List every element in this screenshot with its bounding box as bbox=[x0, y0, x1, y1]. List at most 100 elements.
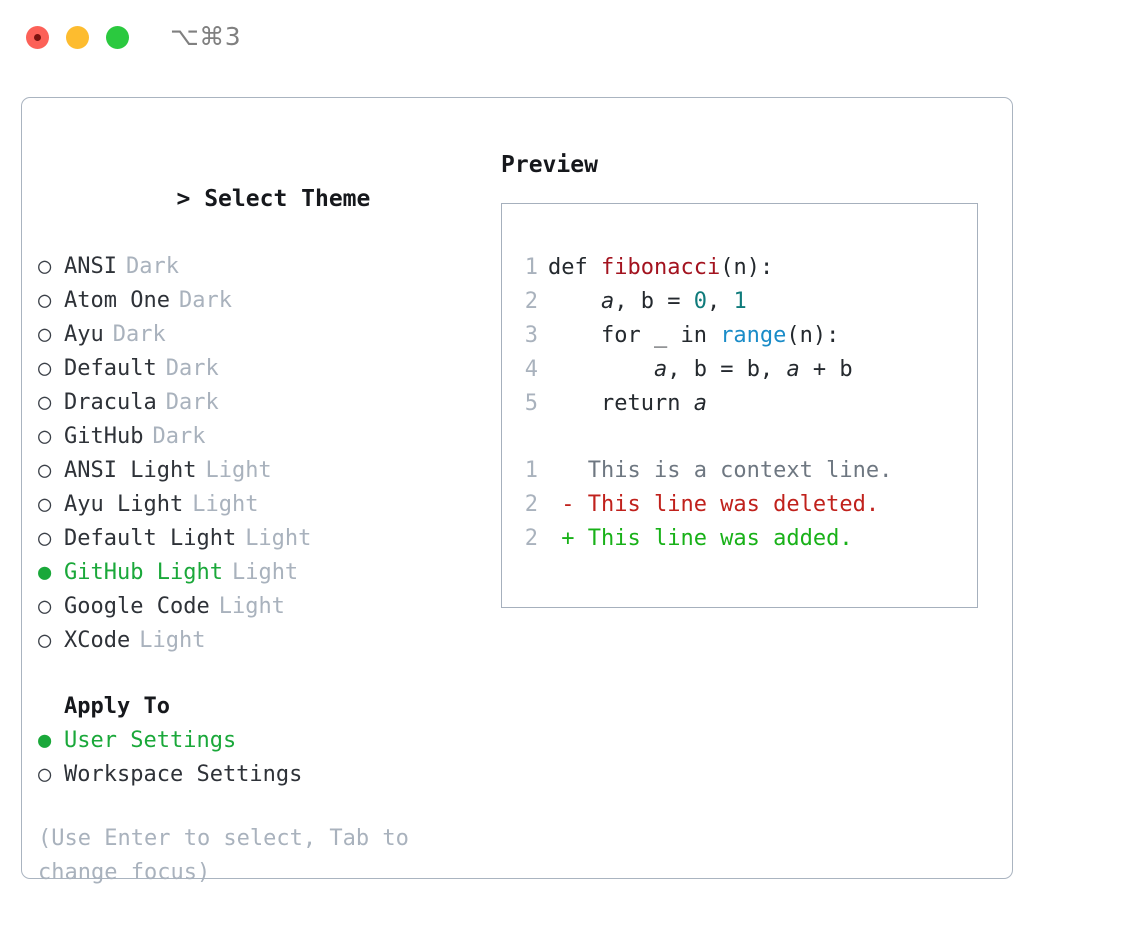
code-line: 3 for _ in range(n): bbox=[516, 319, 853, 353]
window-controls bbox=[26, 26, 129, 49]
list-spacer bbox=[38, 658, 483, 690]
code-line: 4 a, b = b, a + b bbox=[516, 353, 853, 387]
radio-unselected-icon: ○ bbox=[38, 288, 52, 313]
code-token-var: a bbox=[653, 357, 668, 382]
radio-unselected-icon: ○ bbox=[38, 628, 52, 653]
code-token-plain: def bbox=[548, 255, 601, 280]
theme-option-label: XCode bbox=[64, 628, 131, 653]
apply-to-list: ●User Settings ○ Workspace Settings bbox=[38, 724, 483, 792]
diff-line-number: 1 bbox=[524, 458, 538, 483]
theme-option-label: Default bbox=[64, 356, 157, 381]
code-token-plain: (n): bbox=[720, 255, 774, 280]
diff-sample: 1 This is a context line. 2 - This line w… bbox=[516, 454, 893, 556]
theme-option-label: ANSI Light bbox=[64, 458, 197, 483]
radio-unselected-icon: ○ bbox=[38, 254, 52, 279]
code-line-number: 3 bbox=[524, 323, 538, 348]
theme-option-category: Light bbox=[205, 458, 272, 483]
apply-to-option-0[interactable]: ●User Settings bbox=[38, 724, 483, 758]
code-token-var: a bbox=[600, 289, 615, 314]
theme-option-category: Light bbox=[245, 526, 312, 551]
keyboard-shortcut-label: ⌥⌘3 bbox=[170, 22, 242, 51]
title-bar: ⌥⌘3 bbox=[0, 0, 1140, 78]
theme-option-category: Light bbox=[218, 594, 285, 619]
theme-option-9[interactable]: ● GitHub Light Light bbox=[38, 556, 483, 590]
code-token-plain: , bbox=[706, 289, 734, 314]
diff-line-number: 2 bbox=[524, 526, 538, 551]
theme-option-category: Dark bbox=[178, 288, 232, 313]
diff-line-number: 2 bbox=[524, 492, 538, 517]
code-token-plain bbox=[548, 289, 601, 314]
theme-option-category: Light bbox=[192, 492, 259, 517]
theme-option-category: Dark bbox=[152, 424, 206, 449]
theme-option-6[interactable]: ○ ANSI Light Light bbox=[38, 454, 483, 488]
theme-option-10[interactable]: ○ Google Code Light bbox=[38, 590, 483, 624]
page-title: Select Theme bbox=[204, 186, 371, 212]
theme-option-category: Light bbox=[231, 560, 299, 585]
theme-option-category: Dark bbox=[125, 254, 179, 279]
radio-unselected-icon: ○ bbox=[38, 762, 52, 787]
apply-to-option-label: User Settings bbox=[64, 728, 237, 753]
code-token-var: a bbox=[693, 391, 707, 416]
apply-to-header: Apply To bbox=[38, 690, 483, 724]
code-token-plain: return bbox=[548, 391, 694, 416]
preview-title: Preview bbox=[501, 152, 598, 178]
theme-option-3[interactable]: ○ Default Dark bbox=[38, 352, 483, 386]
radio-unselected-icon: ○ bbox=[38, 458, 52, 483]
theme-option-0[interactable]: ○ ANSI Dark bbox=[38, 250, 483, 284]
code-token-plain: (n): bbox=[786, 323, 840, 348]
theme-option-label: GitHub Light bbox=[64, 560, 223, 585]
radio-unselected-icon: ○ bbox=[38, 526, 52, 551]
maximize-button-icon[interactable] bbox=[106, 26, 129, 49]
theme-option-label: Ayu Light bbox=[64, 492, 184, 517]
code-line: 5 return a bbox=[516, 387, 853, 421]
keyboard-hint: (Use Enter to select, Tab to change focu… bbox=[38, 826, 409, 885]
radio-selected-icon: ● bbox=[38, 560, 52, 585]
theme-option-2[interactable]: ○ Ayu Dark bbox=[38, 318, 483, 352]
code-token-plain: + b bbox=[799, 357, 853, 382]
theme-option-label: Default Light bbox=[64, 526, 237, 551]
code-token-num: 0 bbox=[693, 289, 707, 314]
prompt-marker-icon: > bbox=[176, 186, 191, 212]
close-button-icon[interactable] bbox=[26, 26, 49, 49]
code-token-func: fibonacci bbox=[600, 255, 721, 280]
code-token-plain: , b = bbox=[614, 289, 694, 314]
minimize-button-icon[interactable] bbox=[66, 26, 89, 49]
radio-unselected-icon: ○ bbox=[38, 356, 52, 381]
radio-unselected-icon: ○ bbox=[38, 594, 52, 619]
theme-option-category: Dark bbox=[165, 356, 219, 381]
radio-unselected-icon: ○ bbox=[38, 322, 52, 347]
apply-to-option-1[interactable]: ○ Workspace Settings bbox=[38, 758, 483, 792]
apply-to-title: Apply To bbox=[64, 694, 170, 719]
theme-option-label: ANSI bbox=[64, 254, 117, 279]
diff-line-text: + This line was added. bbox=[548, 526, 853, 551]
theme-option-label: Dracula bbox=[64, 390, 157, 415]
radio-unselected-icon: ○ bbox=[38, 390, 52, 415]
diff-line: 1 This is a context line. bbox=[516, 454, 893, 488]
code-line: 2 a, b = 0, 1 bbox=[516, 285, 853, 319]
code-token-plain: , b = b, bbox=[667, 357, 787, 382]
theme-option-category: Dark bbox=[112, 322, 166, 347]
apply-to-option-label: Workspace Settings bbox=[64, 762, 303, 787]
code-token-builtin: range bbox=[720, 323, 787, 348]
diff-line-text: - This line was deleted. bbox=[548, 492, 880, 517]
code-line-number: 5 bbox=[524, 391, 538, 416]
code-token-var: a bbox=[786, 357, 800, 382]
diff-line: 2 + This line was added. bbox=[516, 522, 892, 556]
theme-option-label: Ayu bbox=[64, 322, 104, 347]
theme-option-8[interactable]: ○ Default Light Light bbox=[38, 522, 483, 556]
code-line-number: 4 bbox=[524, 357, 538, 382]
radio-unselected-icon: ○ bbox=[38, 424, 52, 449]
theme-option-label: Google Code bbox=[64, 594, 210, 619]
theme-picker-title: > Select Theme bbox=[38, 148, 483, 250]
